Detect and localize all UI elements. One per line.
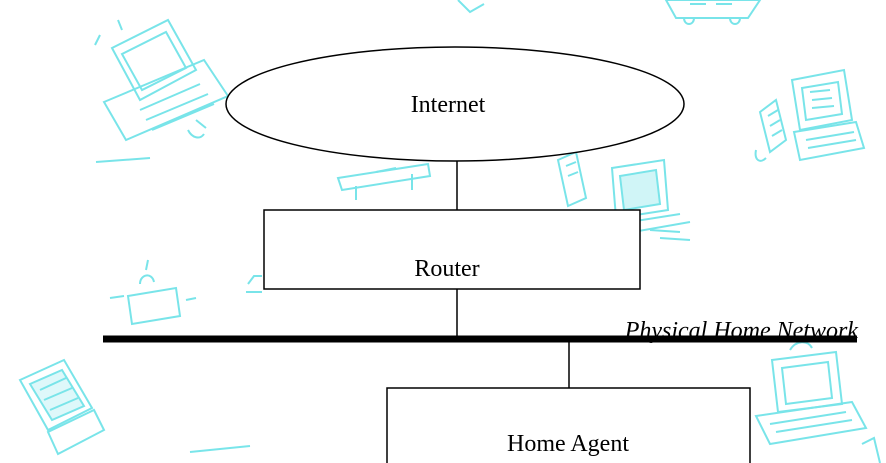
router-node: Router bbox=[263, 209, 641, 290]
router-box bbox=[263, 209, 641, 290]
home-agent-node: Home Agent bbox=[386, 387, 751, 463]
phone-clipart-icon bbox=[861, 436, 881, 463]
desk-clipart-icon bbox=[336, 162, 432, 200]
laptop-clipart-icon bbox=[790, 68, 866, 162]
home-agent-box bbox=[386, 387, 751, 463]
home-network-bus: Physical Home Network bbox=[103, 318, 858, 344]
vehicle-clipart-icon bbox=[664, 0, 762, 25]
internet-ellipse bbox=[225, 46, 685, 162]
monitor-clipart-icon bbox=[556, 150, 691, 241]
computer-clipart-icon bbox=[754, 341, 868, 446]
network-label: Physical Home Network bbox=[624, 318, 859, 344]
phone-clipart-icon bbox=[754, 98, 788, 162]
router-label: Router bbox=[414, 256, 479, 282]
desk-clipart-icon bbox=[95, 157, 151, 163]
laptop-clipart-icon bbox=[457, 0, 485, 14]
desk-clipart-icon bbox=[109, 259, 197, 326]
internet-node: Internet bbox=[225, 46, 685, 162]
internet-label: Internet bbox=[411, 92, 486, 118]
monitor-clipart-icon bbox=[246, 275, 262, 293]
laptop-clipart-icon bbox=[18, 358, 106, 456]
home-agent-label: Home Agent bbox=[507, 431, 629, 457]
desk-clipart-icon bbox=[189, 445, 251, 453]
